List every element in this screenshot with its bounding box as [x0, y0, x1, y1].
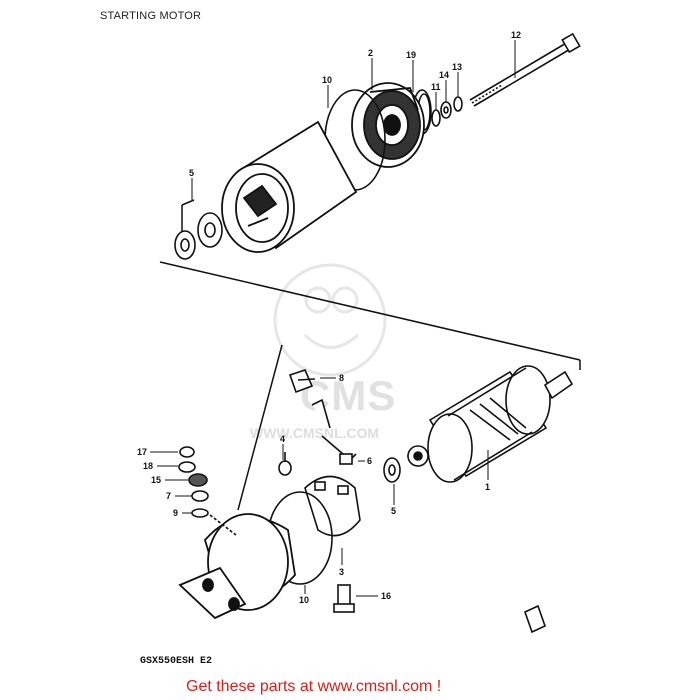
callout-9: 9: [173, 508, 178, 518]
callout-18: 18: [143, 461, 153, 471]
brush-holder-part-3: [304, 475, 361, 537]
washer-part-5-bottom: [383, 457, 401, 483]
section-frame: [159, 199, 581, 511]
leader-lines: [150, 40, 516, 597]
callout-12: 12: [511, 30, 521, 40]
footer-parts-link[interactable]: Get these parts at www.cmsnl.com !: [186, 678, 442, 695]
callout-10-bottom: 10: [299, 595, 309, 605]
watermark-brand: CMS: [300, 372, 397, 419]
brush-spring-part-6: [311, 398, 357, 465]
callout-15: 15: [151, 475, 161, 485]
armature-part-1: [407, 365, 574, 483]
through-bolt-part-12: [469, 32, 581, 107]
callout-8: 8: [339, 373, 344, 383]
callout-4: 4: [280, 434, 285, 444]
callout-3: 3: [339, 567, 344, 577]
callout-2: 2: [368, 48, 373, 58]
callout-17: 17: [137, 447, 147, 457]
callout-19: 19: [406, 50, 416, 60]
callout-11: 11: [431, 82, 441, 92]
callout-13: 13: [452, 62, 462, 72]
bolt-part-16: [333, 584, 355, 613]
callout-16: 16: [381, 591, 391, 601]
washers-part-5-top: [174, 212, 223, 260]
callout-10-top: 10: [322, 75, 332, 85]
rear-housing-cap: [178, 513, 296, 620]
brush-part-8: [288, 369, 316, 394]
yoke-housing: [221, 120, 358, 253]
model-code: GSX550ESH E2: [140, 656, 213, 667]
callout-7: 7: [166, 491, 171, 501]
cms-mascot-logo-icon: [273, 263, 387, 377]
callout-5-bottom: 5: [391, 506, 396, 516]
callout-1: 1: [485, 482, 490, 492]
screw-part-4: [278, 452, 292, 476]
callout-5-top: 5: [189, 168, 194, 178]
callout-14: 14: [439, 70, 449, 80]
page-title: STARTING MOTOR: [100, 10, 202, 22]
callout-6: 6: [367, 456, 372, 466]
end-cover-part-2: [351, 82, 425, 168]
small-clip-part-icon: [524, 604, 546, 634]
watermark-url: WWW.CMSNL.COM: [250, 425, 380, 441]
